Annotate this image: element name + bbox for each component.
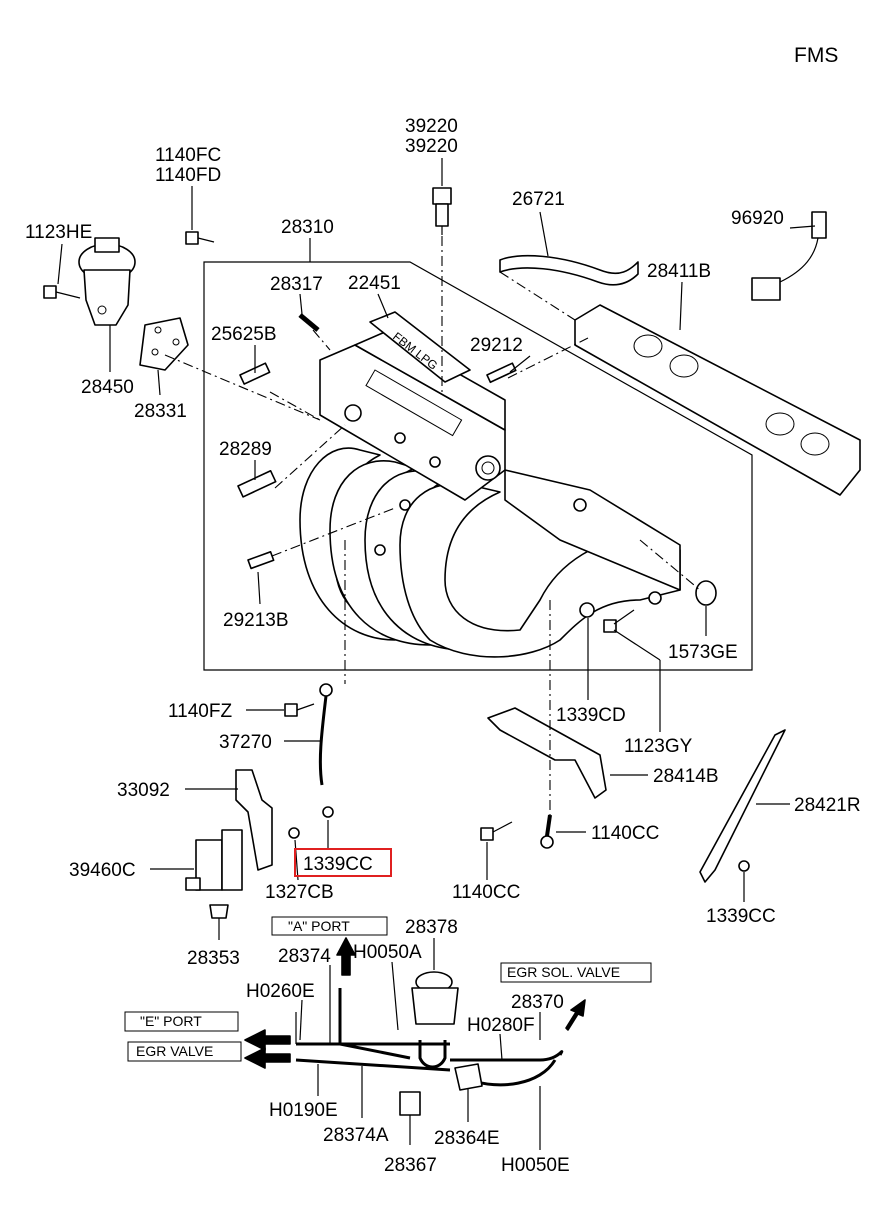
label-h0050a: H0050A (353, 942, 422, 963)
egr-valve-label: EGR VALVE (136, 1043, 213, 1059)
label-1123he: 1123HE (25, 222, 92, 243)
egr-sol-valve-label: EGR SOL. VALVE (507, 964, 620, 980)
bolt-1140fz (284, 703, 315, 717)
a-port-label: "A" PORT (288, 918, 350, 934)
manifold-gasket (574, 304, 861, 496)
label-1339cd: 1339CD (556, 705, 626, 726)
label-26721: 26721 (512, 189, 565, 210)
label-1327cb: 1327CB (265, 882, 334, 903)
bolt-1140cc-a (540, 814, 554, 849)
strap-37270 (318, 683, 333, 786)
label-28374a: 28374A (323, 1125, 389, 1146)
stud-29212 (486, 362, 517, 384)
bolt-1140cc-b (480, 821, 513, 841)
pin-25625b (239, 362, 271, 385)
egr-valve-box (127, 1041, 242, 1062)
label-h0260e: H0260E (246, 981, 315, 1002)
label-1140cc-a: 1140CC (591, 823, 659, 844)
label-29213b: 29213B (223, 610, 289, 631)
label-22451: 22451 (348, 273, 401, 294)
bolt-1140fc (185, 231, 215, 245)
bracket-33092 (235, 769, 273, 871)
label-33092: 33092 (117, 780, 170, 801)
label-h0280f: H0280F (467, 1015, 535, 1036)
leader-lines (57, 186, 816, 1150)
sensor-96920 (751, 211, 827, 301)
egr-sol-valve-arrow (565, 999, 586, 1031)
a-port-box (271, 916, 388, 936)
label-1123gy: 1123GY (624, 736, 693, 757)
valve-28378 (411, 971, 459, 1025)
egr-valve-arrow (244, 1047, 291, 1069)
part-labels: 39220 39220 1140FC 1140FD 26721 96920 11… (25, 116, 861, 1176)
assembly-outline (203, 261, 753, 671)
label-1339cc-highlighted[interactable]: 1339CC (303, 854, 373, 875)
label-28310: 28310 (281, 217, 334, 238)
e-port-arrow (244, 1029, 291, 1051)
egr-valve-28450 (78, 237, 136, 326)
label-96920: 96920 (731, 208, 784, 229)
diagram-code: FMS (794, 44, 838, 67)
washer-1327cb (288, 827, 300, 839)
nut-1339cc (322, 806, 334, 818)
solenoid-39460c (185, 829, 243, 891)
label-25625b: 25625B (211, 324, 277, 345)
label-1339cc-b: 1339CC (706, 906, 776, 927)
bolt-1123gy (603, 609, 635, 633)
label-39460c: 39460C (69, 860, 136, 881)
label-28411b: 28411B (647, 261, 711, 282)
nut-1339cc-b (738, 860, 750, 872)
gasket-28331 (139, 317, 189, 371)
label-37270: 37270 (219, 732, 272, 753)
clip-28353 (209, 904, 229, 919)
e-port-label: "E" PORT (140, 1013, 202, 1029)
label-39220-b: 39220 (405, 136, 458, 157)
bracket-28414b (487, 707, 607, 799)
e-port-box (124, 1011, 239, 1032)
label-1140fd: 1140FD (155, 165, 221, 186)
center-lines (164, 236, 701, 815)
stud-29213b (247, 550, 275, 570)
label-28370: 28370 (511, 992, 564, 1013)
label-28317: 28317 (270, 274, 323, 295)
label-1140fz: 1140FZ (168, 701, 232, 722)
label-28414b: 28414B (653, 766, 719, 787)
a-port-arrow (336, 937, 356, 976)
hose-26721 (499, 254, 639, 286)
label-28367: 28367 (384, 1155, 437, 1176)
label-28353: 28353 (187, 948, 240, 969)
highlight-box[interactable] (294, 848, 392, 877)
label-29212: 29212 (470, 335, 523, 356)
label-1140fc: 1140FC (155, 145, 221, 166)
label-28364e: 28364E (434, 1128, 500, 1149)
label-h0190e: H0190E (269, 1100, 338, 1121)
bolt-1123he (43, 285, 81, 299)
egr-sol-valve-box (500, 962, 652, 983)
intake-manifold (299, 331, 681, 658)
label-h0050e: H0050E (501, 1155, 570, 1176)
stud-28317 (298, 313, 320, 332)
nut-1339cd (579, 602, 595, 618)
sensor-39220 (432, 187, 452, 235)
label-28331: 28331 (134, 401, 187, 422)
label-28421r: 28421R (794, 795, 861, 816)
vacuum-hose-assembly (295, 988, 564, 1116)
gasket-1573ge (695, 580, 717, 606)
fitting-28289 (237, 469, 277, 498)
label-1573ge: 1573GE (668, 642, 738, 663)
label-39220-a: 39220 (405, 116, 458, 137)
label-28289: 28289 (219, 439, 272, 460)
stay-28421r (699, 729, 786, 883)
label-28450: 28450 (81, 377, 134, 398)
label-28374: 28374 (278, 946, 331, 967)
label-1140cc-b: 1140CC (452, 882, 520, 903)
label-28378: 28378 (405, 917, 458, 938)
